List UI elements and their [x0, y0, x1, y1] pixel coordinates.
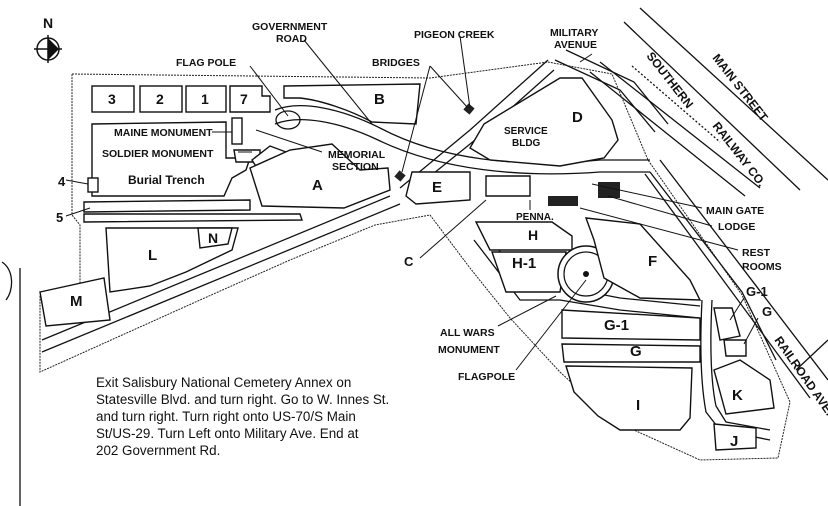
memorial-section-label-2: SECTION — [332, 161, 379, 173]
compass-icon: N — [34, 15, 62, 63]
military-avenue-label-2: AVENUE — [554, 39, 597, 51]
section-5-strip — [83, 213, 303, 223]
bridges-label: BRIDGES — [372, 57, 420, 69]
bridge-south — [394, 170, 406, 182]
section-b — [283, 83, 421, 125]
service-bldg-label-2: BLDG — [512, 138, 541, 149]
rest-rooms-label-2: ROOMS — [742, 261, 782, 273]
burial-trench-label: Burial Trench — [128, 173, 205, 187]
section-f-label: F — [648, 253, 657, 270]
main-gate-label: MAIN GATE — [706, 205, 764, 217]
section-7 — [229, 85, 271, 113]
government-road-label-1: GOVERNMENT — [252, 21, 328, 33]
maine-monument-block — [231, 117, 243, 145]
rest-rooms-building — [548, 196, 578, 206]
section-3 — [91, 85, 135, 113]
directions-line-1: Exit Salisbury National Cemetery Annex o… — [96, 375, 352, 390]
section-g1 — [561, 309, 701, 341]
directions-line-4: St/US-29. Turn Left onto Military Ave. E… — [96, 426, 359, 441]
lodge-building — [598, 182, 620, 198]
section-4 — [87, 177, 99, 193]
section-n-label: N — [208, 230, 218, 246]
service-bldg-label-1: SERVICE — [504, 126, 548, 137]
section-h-label: H — [528, 227, 538, 243]
section-3-label: 3 — [108, 91, 116, 107]
west-street — [1, 261, 21, 506]
section-1-label: 1 — [201, 91, 209, 107]
military-avenue-label-1: MILITARY — [550, 27, 598, 39]
soldier-monument-label: SOLDIER MONUMENT — [102, 148, 214, 160]
directions-line-3: and turn right. Turn right onto US-70/S … — [96, 409, 356, 424]
directions-line-2: Statesville Blvd. and turn right. Go to … — [96, 392, 390, 407]
section-2-label: 2 — [156, 91, 164, 107]
main-street-label: MAIN STREET — [710, 51, 772, 124]
section-g-label: G — [630, 343, 642, 360]
section-j — [713, 423, 757, 451]
section-g1-east — [713, 307, 741, 341]
railway-co-label: RAILWAY CO. — [710, 119, 769, 189]
section-l-label: L — [148, 247, 157, 264]
flag-pole-label: FLAG POLE — [176, 57, 236, 69]
memorial-section-label-1: MEMORIAL — [328, 149, 386, 161]
section-h1 — [491, 251, 567, 293]
section-d-label: D — [572, 109, 583, 126]
section-c-label: C — [404, 254, 414, 269]
section-e-label: E — [432, 179, 442, 196]
section-k-label: K — [732, 387, 743, 404]
directions-line-5: 202 Government Rd. — [96, 443, 221, 458]
section-5 — [83, 199, 251, 213]
all-wars-monument-label-1: ALL WARS — [440, 327, 495, 339]
section-k — [713, 359, 775, 415]
section-g1-label: G-1 — [604, 317, 629, 334]
lodge-label: LODGE — [718, 221, 755, 233]
section-h1-label: H-1 — [512, 255, 536, 272]
penna-monument — [485, 175, 531, 197]
flagpole-dot — [583, 271, 589, 277]
section-a — [249, 143, 391, 209]
railway — [589, 7, 828, 399]
section-n — [197, 227, 233, 249]
section-e — [405, 171, 471, 205]
section-i — [565, 365, 693, 431]
north-label: N — [43, 15, 53, 31]
rest-rooms-label-1: REST — [742, 247, 771, 259]
flagpole-label: FLAGPOLE — [458, 371, 515, 383]
section-g-east-label: G — [762, 304, 772, 319]
railroad-ave-label: RAILROAD AVE. — [772, 334, 828, 418]
pigeon-creek-label: PIGEON CREEK — [414, 29, 495, 41]
section-f — [584, 217, 702, 301]
penna-label: PENNA. — [516, 212, 554, 223]
section-m-label: M — [70, 293, 83, 310]
maine-monument-label: MAINE MONUMENT — [114, 127, 213, 139]
section-2 — [139, 85, 183, 113]
southern-label: SOUTHERN — [644, 49, 696, 111]
section-4-label: 4 — [58, 174, 66, 189]
section-m — [39, 277, 111, 327]
all-wars-monument-label-2: MONUMENT — [438, 344, 500, 356]
section-7-label: 7 — [240, 91, 248, 107]
section-g — [561, 343, 701, 363]
section-h — [474, 221, 573, 251]
section-1 — [185, 85, 227, 113]
government-road-label-2: ROAD — [276, 33, 307, 45]
section-b-label: B — [374, 91, 385, 108]
section-i-label: I — [636, 397, 640, 414]
section-g-east — [723, 339, 747, 357]
section-j-label: J — [730, 433, 738, 450]
leader-lines — [65, 35, 759, 371]
section-d — [469, 77, 619, 167]
section-5-label: 5 — [56, 210, 63, 225]
military-avenue — [554, 49, 669, 133]
section-a-label: A — [312, 177, 323, 194]
section-g1-east-label: G-1 — [746, 284, 768, 299]
driving-directions: Exit Salisbury National Cemetery Annex o… — [96, 374, 456, 459]
maine-area — [91, 121, 251, 197]
